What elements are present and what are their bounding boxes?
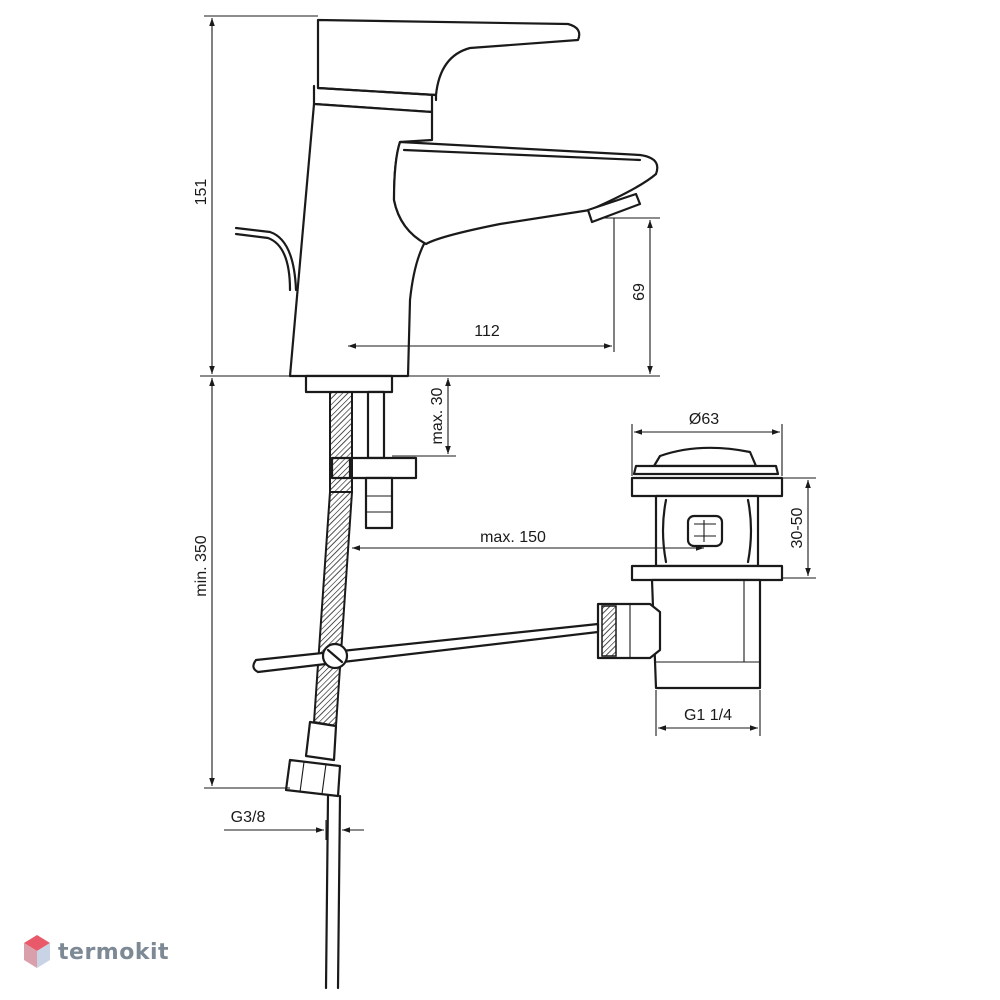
flex-hose xyxy=(284,391,354,990)
dim-waste-diameter-label: Ø63 xyxy=(689,411,719,428)
popup-waste xyxy=(596,446,784,690)
dim-waste-thread-label: G1 1/4 xyxy=(684,707,732,724)
connection-rod xyxy=(252,622,600,674)
dim-height-label: 151 xyxy=(193,179,210,206)
dim-max-thickness-label: max. 30 xyxy=(429,387,446,444)
dimension-lines xyxy=(204,15,816,840)
dim-spout-reach-label: 112 xyxy=(474,323,500,340)
dim-supply-thread-label: G3/8 xyxy=(231,809,266,826)
dim-waste-range-label: 30-50 xyxy=(789,507,806,548)
termokit-logo-icon xyxy=(24,935,50,968)
dim-max-distance-label: max. 150 xyxy=(480,529,546,546)
watermark-brand: termokit xyxy=(58,940,170,965)
dim-min-hose-label: min. 350 xyxy=(193,535,210,596)
faucet-body xyxy=(234,18,659,394)
dim-spout-height-label: 69 xyxy=(631,283,648,301)
